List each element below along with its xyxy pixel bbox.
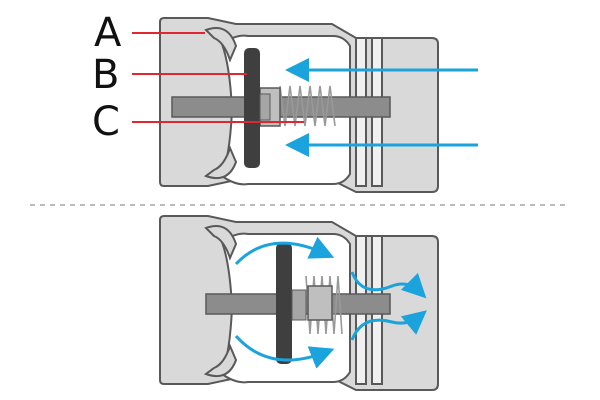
open-valve-flow-through-bottom — [350, 310, 427, 341]
open-valve-retainer — [307, 285, 333, 321]
closed-valve — [159, 17, 478, 193]
open-valve-disc — [276, 243, 292, 364]
open-valve-top-seat — [204, 225, 238, 261]
closed-valve-disc — [244, 48, 260, 168]
open-valve — [159, 215, 439, 391]
open-valve-bottom-seat — [203, 343, 238, 378]
label-c: C — [92, 99, 120, 145]
closed-valve-top-seat — [204, 27, 238, 63]
label-b: B — [92, 52, 119, 98]
open-valve-flow-through-top — [350, 271, 427, 299]
closed-valve-bottom-seat — [203, 145, 238, 180]
closed-valve-labels: A B C — [92, 10, 304, 145]
open-valve-disc-hub — [291, 289, 307, 321]
label-a: A — [94, 10, 122, 56]
closed-valve-spring — [279, 85, 336, 127]
open-valve-flow-curve-top — [234, 236, 335, 266]
open-valve-flow-curve-bottom — [234, 334, 335, 369]
closed-valve-disc-hub — [259, 93, 271, 121]
